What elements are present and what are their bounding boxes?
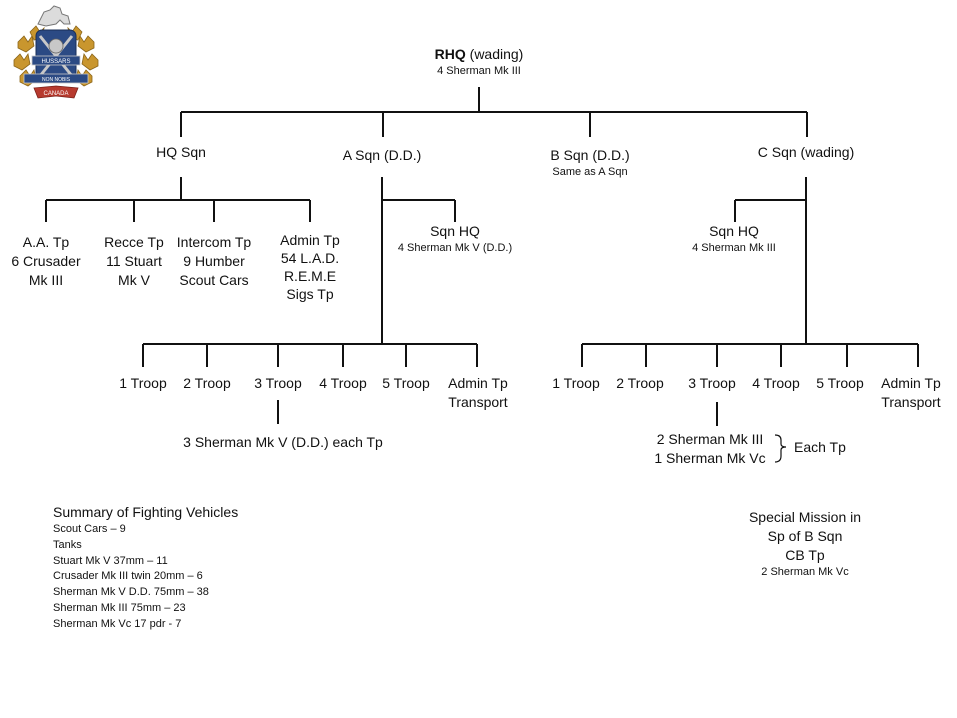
hq-unit-line: Sigs Tp — [286, 286, 334, 302]
hq-unit-intercom: Intercom Tp 9 Humber Scout Cars — [164, 233, 264, 290]
a-troop-note: 3 Sherman Mk V (D.D.) each Tp — [183, 434, 383, 450]
badge-ribbon-text: CANADA — [43, 91, 68, 97]
brace-each-tp — [774, 434, 787, 463]
special-line: Special Mission in — [748, 509, 862, 525]
regimental-badge: HUSSARS NON NOBIS CANADA — [10, 2, 102, 110]
rhq-title-rest: (wading) — [469, 46, 524, 62]
c-troop-3: 3 Troop — [688, 375, 736, 391]
hq-unit-line: 9 Humber — [183, 253, 245, 269]
hq-unit-line: Scout Cars — [179, 272, 249, 288]
c-troop-note-brace-label: Each Tp — [794, 439, 846, 455]
hq-unit-admin: Admin Tp 54 L.A.D. R.E.M.E Sigs Tp — [260, 231, 360, 303]
horse-crest-icon — [37, 5, 71, 27]
summary-line: Scout Cars – 9 — [53, 523, 126, 535]
special-line: Sp of B Sqn — [767, 528, 843, 544]
c-sqn-hq-label: Sqn HQ — [709, 223, 759, 239]
c-troop-note: 2 Sherman Mk III 1 Sherman Mk Vc — [650, 430, 770, 468]
sqn-a-label: A Sqn (D.D.) — [342, 147, 422, 163]
a-troop-3: 3 Troop — [254, 375, 302, 391]
rhq-node: RHQ (wading) 4 Sherman Mk III — [409, 45, 549, 78]
hq-unit-aa: A.A. Tp 6 Crusader Mk III — [0, 233, 96, 290]
a-sqn-hq-node: Sqn HQ 4 Sherman Mk V (D.D.) — [385, 222, 525, 255]
hq-unit-line: Intercom Tp — [176, 234, 252, 250]
sqn-b-sub: Same as A Sqn — [552, 166, 628, 178]
sqn-hq-label: HQ Sqn — [156, 144, 206, 160]
special-sub: 2 Sherman Mk Vc — [761, 566, 849, 578]
special-line: CB Tp — [785, 547, 825, 563]
a-troop-4: 4 Troop — [319, 375, 367, 391]
summary-line: Stuart Mk V 37mm – 11 — [53, 554, 168, 567]
a-sqn-hq-label: Sqn HQ — [430, 223, 480, 239]
sqn-b-label: B Sqn (D.D.) — [550, 147, 630, 163]
hq-unit-line: 6 Crusader — [11, 253, 81, 269]
special-mission-block: Special Mission in Sp of B Sqn CB Tp 2 S… — [715, 508, 895, 579]
hq-unit-line: 11 Stuart — [106, 253, 162, 269]
c-sqn-hq-node: Sqn HQ 4 Sherman Mk III — [664, 222, 804, 255]
hq-unit-line: R.E.M.E — [283, 268, 337, 284]
hq-unit-line: A.A. Tp — [22, 234, 70, 250]
c-troop-1: 1 Troop — [552, 375, 600, 391]
hq-unit-line: Mk V — [118, 272, 150, 288]
a-troop-1: 1 Troop — [119, 375, 167, 391]
badge-scroll-top — [31, 55, 81, 66]
c-troop-5: 5 Troop — [816, 375, 864, 391]
c-troop-admin: Admin Tp Transport — [876, 374, 946, 412]
hq-unit-line: Admin Tp — [280, 232, 340, 248]
hq-unit-line: Mk III — [28, 272, 64, 288]
badge-ribbon — [33, 85, 79, 99]
summary-line: Sherman Mk Vc 17 pdr - 7 — [53, 617, 182, 630]
rhq-sub: 4 Sherman Mk III — [437, 65, 521, 77]
sqn-b-node: B Sqn (D.D.) Same as A Sqn — [530, 146, 650, 179]
badge-scroll-text: HUSSARS — [41, 59, 70, 65]
hq-unit-recce: Recce Tp 11 Stuart Mk V — [84, 233, 184, 290]
summary-line: Sherman Mk V D.D. 75mm – 38 — [53, 586, 209, 599]
a-troop-admin: Admin Tp Transport — [443, 374, 513, 412]
a-troop-admin-label: Admin Tp — [448, 375, 508, 391]
a-troop-admin-sub: Transport — [448, 394, 508, 410]
c-troop-admin-sub: Transport — [881, 394, 941, 410]
badge-motto-text: NON NOBIS — [42, 77, 71, 83]
c-troop-note-line: 2 Sherman Mk III — [656, 431, 764, 447]
c-sqn-hq-sub: 4 Sherman Mk III — [692, 242, 776, 254]
summary-line: Sherman Mk III 75mm – 23 — [53, 601, 186, 614]
hq-unit-line: Recce Tp — [104, 234, 164, 250]
rhq-title-bold: RHQ — [434, 46, 466, 62]
c-troop-note-line: 1 Sherman Mk Vc — [654, 450, 766, 466]
a-troop-5: 5 Troop — [382, 375, 430, 391]
c-troop-2: 2 Troop — [616, 375, 664, 391]
summary-title: Summary of Fighting Vehicles — [53, 504, 239, 520]
a-sqn-hq-sub: 4 Sherman Mk V (D.D.) — [397, 242, 513, 254]
c-troop-4: 4 Troop — [752, 375, 800, 391]
summary-block: Summary of Fighting Vehicles Scout Cars … — [53, 503, 238, 633]
hq-unit-line: 54 L.A.D. — [280, 250, 340, 266]
c-troop-admin-label: Admin Tp — [881, 375, 941, 391]
badge-motto — [23, 73, 89, 84]
summary-line: Crusader Mk III twin 20mm – 6 — [53, 570, 203, 583]
sqn-c-label: C Sqn (wading) — [757, 144, 855, 160]
summary-line: Tanks — [53, 538, 82, 551]
a-troop-2: 2 Troop — [183, 375, 231, 391]
